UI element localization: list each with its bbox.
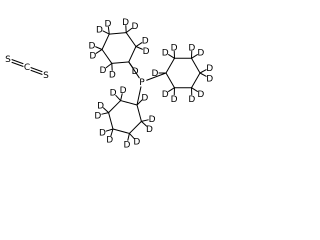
deuterium-atom-label: D	[188, 95, 195, 105]
c-d-bond	[191, 87, 198, 92]
deuterium-atom-label: D	[109, 71, 116, 81]
deuterium-atom-label: D	[206, 74, 213, 84]
deuterium-atom-label: D	[171, 95, 178, 105]
deuterium-atom-label: D	[162, 90, 169, 100]
deuterium-atom-label: D	[141, 93, 148, 103]
deuterium-atom-label: D	[96, 25, 103, 35]
c-d-bond	[135, 42, 143, 48]
c-d-bond	[95, 48, 103, 54]
c-d-bond	[102, 107, 110, 114]
c-d-bond	[199, 72, 207, 77]
c-d-bond	[191, 54, 198, 59]
deuterium-atom-label: D	[197, 49, 204, 59]
deuterium-atom-label: D	[197, 90, 204, 100]
deuterium-atom-label: D	[206, 64, 213, 74]
deuterium-atom-label: D	[146, 125, 153, 135]
c-d-bond	[105, 62, 113, 69]
phosphorus-atom-label: P	[139, 78, 145, 88]
p-c-bond	[146, 72, 167, 81]
deuterium-atom-label: D	[171, 43, 178, 53]
ring-bond	[125, 32, 137, 48]
c-d-bond	[140, 120, 148, 127]
c-d-bond	[125, 27, 133, 34]
deuterium-atom-label: D	[104, 19, 111, 29]
deuterium-atom-label: D	[149, 115, 156, 125]
c-d-bond	[127, 132, 130, 141]
c-d-bond	[95, 46, 103, 50]
ring-bond	[165, 72, 175, 89]
deuterium-atom-label: D	[188, 43, 195, 53]
deuterium-atom-label: D	[106, 136, 113, 146]
c-d-bond	[168, 54, 175, 59]
c-d-bond	[110, 128, 114, 137]
deuterium-atom-label: D	[133, 138, 140, 148]
ring-bond	[191, 57, 201, 74]
sulfur-atom-label: S	[5, 55, 11, 65]
deuterium-atom-label: D	[162, 49, 169, 59]
c-d-bond	[168, 87, 175, 92]
ring-bond	[136, 104, 142, 122]
carbon-atom-label: C	[24, 63, 30, 73]
ring-bond	[112, 128, 130, 134]
ring-bond	[108, 112, 114, 130]
ring-bond	[128, 46, 137, 63]
c-d-bond	[101, 112, 110, 115]
double-bond	[30, 69, 43, 75]
deuterium-atom-label: D	[132, 67, 139, 77]
deuterium-atom-label: D	[110, 89, 117, 99]
deuterium-atom-label: D	[89, 52, 96, 62]
ring-bond	[101, 33, 110, 50]
c-d-bond	[199, 69, 207, 74]
ring-bond	[101, 48, 113, 64]
c-d-bond	[128, 132, 135, 140]
deuterium-atom-label: D	[143, 47, 150, 57]
c-d-bond	[102, 30, 110, 35]
ring-bond	[128, 120, 142, 134]
ring-bond	[120, 100, 138, 106]
double-bond	[30, 67, 43, 73]
deuterium-atom-label: D	[97, 101, 104, 111]
c-d-bond	[120, 93, 123, 102]
c-d-bond	[136, 99, 143, 106]
double-bond	[11, 59, 24, 65]
deuterium-atom-label: D	[132, 22, 139, 32]
p-c-bond	[136, 86, 142, 106]
c-d-bond	[140, 119, 149, 122]
deuterium-atom-label: D	[142, 37, 149, 47]
deuterium-atom-label: D	[100, 66, 107, 76]
deuterium-atom-label: D	[99, 128, 106, 138]
ring-bond	[108, 32, 127, 35]
deuterium-atom-label: D	[120, 86, 127, 96]
ring-bond	[191, 72, 201, 89]
deuterium-atom-label: D	[152, 69, 159, 79]
ring-bond	[165, 57, 175, 74]
deuterium-atom-label: D	[123, 140, 130, 150]
deuterium-atom-label: D	[88, 41, 95, 51]
c-d-bond	[128, 61, 134, 69]
c-d-bond	[115, 94, 122, 102]
deuterium-atom-label: D	[122, 18, 129, 28]
ring-bond	[111, 61, 130, 64]
sulfur-atom-label: S	[43, 71, 49, 81]
deuterium-atom-label: D	[94, 111, 101, 121]
c-d-bond	[135, 46, 143, 50]
ring-bond	[108, 100, 122, 114]
c-d-bond	[105, 128, 114, 132]
double-bond	[11, 61, 24, 67]
c-d-bond	[107, 26, 110, 35]
